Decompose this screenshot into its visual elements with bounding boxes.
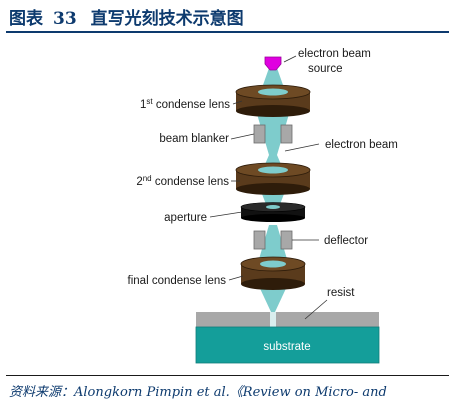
- beam-segment-deflect: [257, 225, 289, 266]
- header-rule: [6, 31, 449, 33]
- leader-resist: [304, 299, 328, 320]
- leader-final-lens: [228, 275, 244, 281]
- label-final-condense-lens: final condense lens: [128, 275, 227, 287]
- leader-beam: [284, 143, 320, 152]
- footer-rule: [6, 375, 449, 376]
- label-deflector: deflector: [324, 235, 368, 247]
- substrate-layer: [195, 326, 380, 364]
- label-source-line2: source: [308, 63, 343, 75]
- label-condense-lens-1: 1st condense lens: [140, 97, 230, 111]
- exposed-resist-spot: [270, 312, 276, 327]
- label-substrate: substrate: [263, 341, 310, 353]
- leader-source: [283, 55, 297, 63]
- label-resist: resist: [327, 287, 355, 299]
- label-electron-beam: electron beam: [325, 139, 398, 151]
- condense-lens-2: [235, 162, 311, 195]
- figure-prefix: 图表: [9, 9, 43, 29]
- leader-lens1: [232, 100, 243, 105]
- final-condense-lens: [240, 256, 306, 290]
- leader-aperture: [209, 211, 243, 218]
- aperture: [240, 202, 306, 222]
- figure-title-text: 直写光刻技术示意图: [90, 9, 244, 29]
- figure-title: 图表 33 直写光刻技术示意图: [9, 4, 244, 29]
- electron-gun-icon: [264, 56, 282, 71]
- ebl-diagram: electron beam source 1st condense lens b…: [128, 48, 398, 364]
- label-aperture: aperture: [164, 212, 207, 224]
- label-condense-lens-2: 2nd condense lens: [136, 174, 229, 188]
- beam-segment-upper: [257, 114, 289, 155]
- figure-number: 33: [53, 9, 77, 29]
- leader-lines: [209, 55, 328, 320]
- figure-header: 图表 33 直写光刻技术示意图: [0, 0, 455, 30]
- condense-lens-1: [235, 84, 311, 117]
- leader-blanker: [230, 133, 255, 140]
- source-note: 资料来源：Alongkorn Pimpin et al.《Review on M…: [9, 385, 387, 400]
- resist-layer: [196, 312, 379, 327]
- label-beam-blanker: beam blanker: [159, 133, 229, 145]
- label-source-line1: electron beam: [298, 48, 371, 60]
